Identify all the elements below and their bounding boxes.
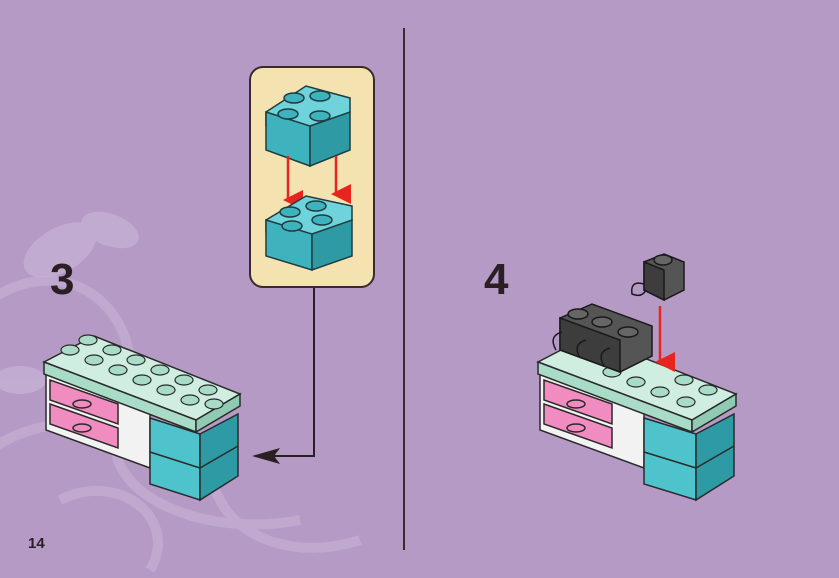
callout-leader-line — [262, 288, 315, 457]
step3-desk-studs — [60, 334, 224, 410]
step-number-4: 4 — [484, 255, 509, 304]
callout-top-brick — [265, 85, 351, 168]
step-divider — [403, 28, 405, 550]
step-number-3: 3 — [50, 255, 75, 304]
callout-bottom-brick — [265, 195, 353, 272]
callout-leader-arrowhead — [252, 448, 280, 464]
step4-dark-clips — [552, 303, 653, 374]
page-number: 14 — [28, 535, 45, 552]
step4-new-clip-piece — [631, 253, 685, 302]
